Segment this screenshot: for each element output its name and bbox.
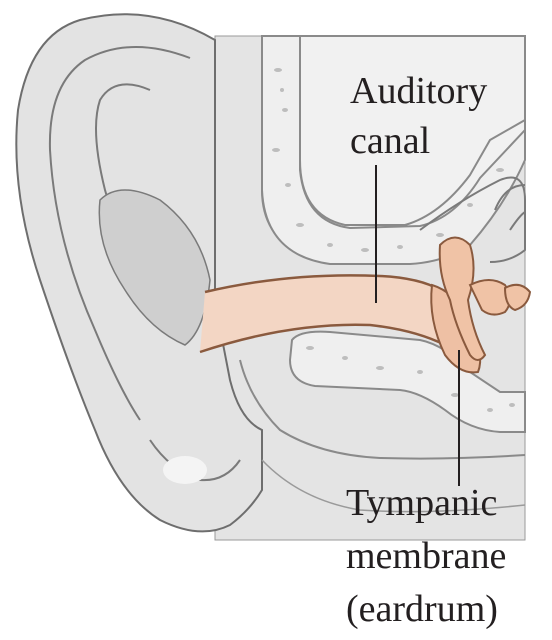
bone-upper-fill bbox=[261, 35, 526, 265]
malleus bbox=[438, 236, 487, 361]
concha-shadow bbox=[98, 189, 211, 346]
middle-ear-wall bbox=[419, 176, 526, 263]
semicircular-hint bbox=[494, 184, 526, 231]
stapes bbox=[503, 283, 532, 312]
auditory-canal bbox=[200, 275, 445, 352]
lower-tissue-curve-2 bbox=[261, 459, 526, 513]
lobule-highlight bbox=[163, 456, 207, 484]
lower-tissue-curve bbox=[239, 359, 526, 460]
auditory-canal-label-line-1: Auditory bbox=[350, 70, 488, 112]
tympanic-membrane-label-line-3: (eardrum) bbox=[346, 588, 498, 630]
tympanic-membrane-label-line-1: Tympanic bbox=[346, 482, 498, 524]
canal-lower-wall bbox=[199, 323, 446, 354]
auditory-canal-label-line-2: canal bbox=[350, 120, 431, 162]
canal-upper-wall bbox=[204, 274, 441, 294]
pinna-helix-inner bbox=[48, 46, 191, 421]
bone-texture bbox=[272, 68, 515, 412]
bone-lower-fill bbox=[288, 330, 526, 433]
tympanic-membrane-label-line-2: membrane bbox=[346, 535, 507, 577]
